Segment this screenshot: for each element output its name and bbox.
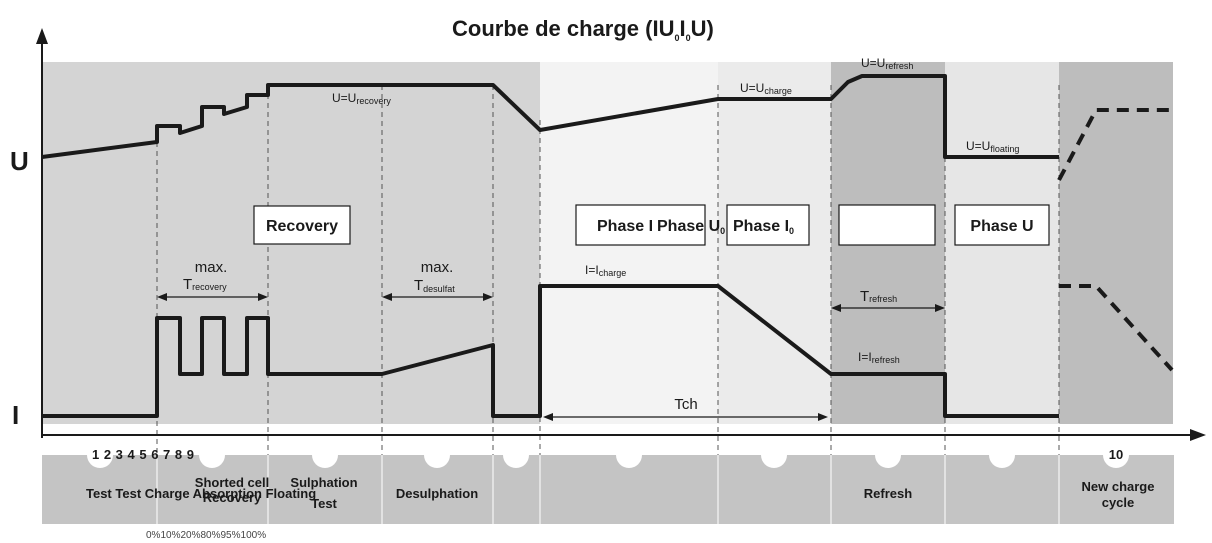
stage-test-row: Test Test Charge Absorption Floating bbox=[86, 486, 316, 501]
u-axis-label: U bbox=[10, 146, 29, 176]
box-phase-i0-label: Phase I0 bbox=[733, 218, 794, 236]
stage-marker bbox=[87, 442, 113, 468]
stage-markers bbox=[87, 442, 1129, 468]
arrow-desulfat bbox=[382, 293, 493, 301]
box-recovery bbox=[253, 205, 351, 245]
stage-sulphation-2: Test bbox=[311, 496, 337, 511]
box-phase-u bbox=[954, 204, 1050, 246]
arrow-tch bbox=[543, 413, 828, 421]
box-phase-u-label: Phase U bbox=[970, 218, 1033, 235]
box-refresh-blank bbox=[838, 204, 936, 246]
stage-marker bbox=[503, 442, 529, 468]
zone-new-cycle bbox=[1059, 62, 1173, 424]
stage-shorted-cell-1: Shorted cell bbox=[195, 475, 269, 490]
label-u-charge: U=Ucharge bbox=[740, 81, 792, 96]
arrow-recovery bbox=[157, 293, 268, 301]
max-recovery-top: max. bbox=[195, 259, 228, 276]
label-i-refresh: I=Irefresh bbox=[858, 350, 900, 365]
label-u-floating: U=Ufloating bbox=[966, 139, 1019, 154]
box-phase-i0 bbox=[726, 204, 810, 246]
box-recovery-label: Recovery bbox=[266, 218, 338, 235]
box-phase-i bbox=[575, 204, 706, 246]
stage-marker bbox=[1103, 442, 1129, 468]
stage-shorted-cell-2: Recovery bbox=[203, 490, 262, 505]
stage-new-charge-1: New charge bbox=[1082, 479, 1155, 494]
stage-refresh: Refresh bbox=[864, 486, 912, 501]
stage-marker bbox=[424, 442, 450, 468]
stage-desulphation: Desulphation bbox=[396, 486, 478, 501]
stage-sulphation-1: Sulphation bbox=[290, 475, 357, 490]
phase-boxes: Recovery Phase I Phase U0 Phase I0 Phase… bbox=[253, 204, 1050, 246]
label-u-recovery: U=Urecovery bbox=[332, 91, 391, 106]
box-phase-i-label: Phase I bbox=[597, 218, 653, 235]
stage-marker bbox=[761, 442, 787, 468]
max-desulfat-top: max. bbox=[421, 259, 454, 276]
stage-marker bbox=[312, 442, 338, 468]
label-i-charge: I=Icharge bbox=[585, 263, 626, 278]
current-curve bbox=[42, 284, 1174, 418]
voltage-curve bbox=[41, 74, 1172, 181]
stage-bar: 1 2 3 4 5 6 7 8 9 10 Test Test Charge Ab… bbox=[42, 442, 1174, 524]
stage-bar-background bbox=[42, 455, 1174, 524]
tch-label: Tch bbox=[674, 396, 697, 413]
step-ten: 10 bbox=[1109, 447, 1123, 462]
percent-scale: 0%10%20%80%95%100% bbox=[146, 530, 266, 541]
stage-dividers bbox=[156, 455, 1060, 524]
stage-marker bbox=[875, 442, 901, 468]
stage-marker bbox=[199, 442, 225, 468]
i-axis-label: I bbox=[12, 400, 19, 430]
chart-title: Courbe de charge (IU0I0U) bbox=[452, 16, 714, 43]
max-desulfat-label: Tdesulfat bbox=[414, 277, 455, 294]
box-phase-u0-label: Phase U0 bbox=[657, 218, 725, 236]
stage-marker bbox=[616, 442, 642, 468]
step-numbers: 1 2 3 4 5 6 7 8 9 bbox=[92, 447, 194, 462]
duration-annotations: max. Trecovery max. Tdesulfat Trefresh T… bbox=[157, 259, 945, 421]
stage-new-charge-2: cycle bbox=[1102, 495, 1135, 510]
stage-marker bbox=[989, 442, 1015, 468]
label-u-refresh: U=Urefresh bbox=[861, 56, 913, 71]
arrow-refresh bbox=[831, 304, 945, 312]
max-recovery-label: Trecovery bbox=[183, 276, 227, 293]
axes bbox=[36, 28, 1206, 441]
t-refresh-label: Trefresh bbox=[860, 288, 897, 305]
